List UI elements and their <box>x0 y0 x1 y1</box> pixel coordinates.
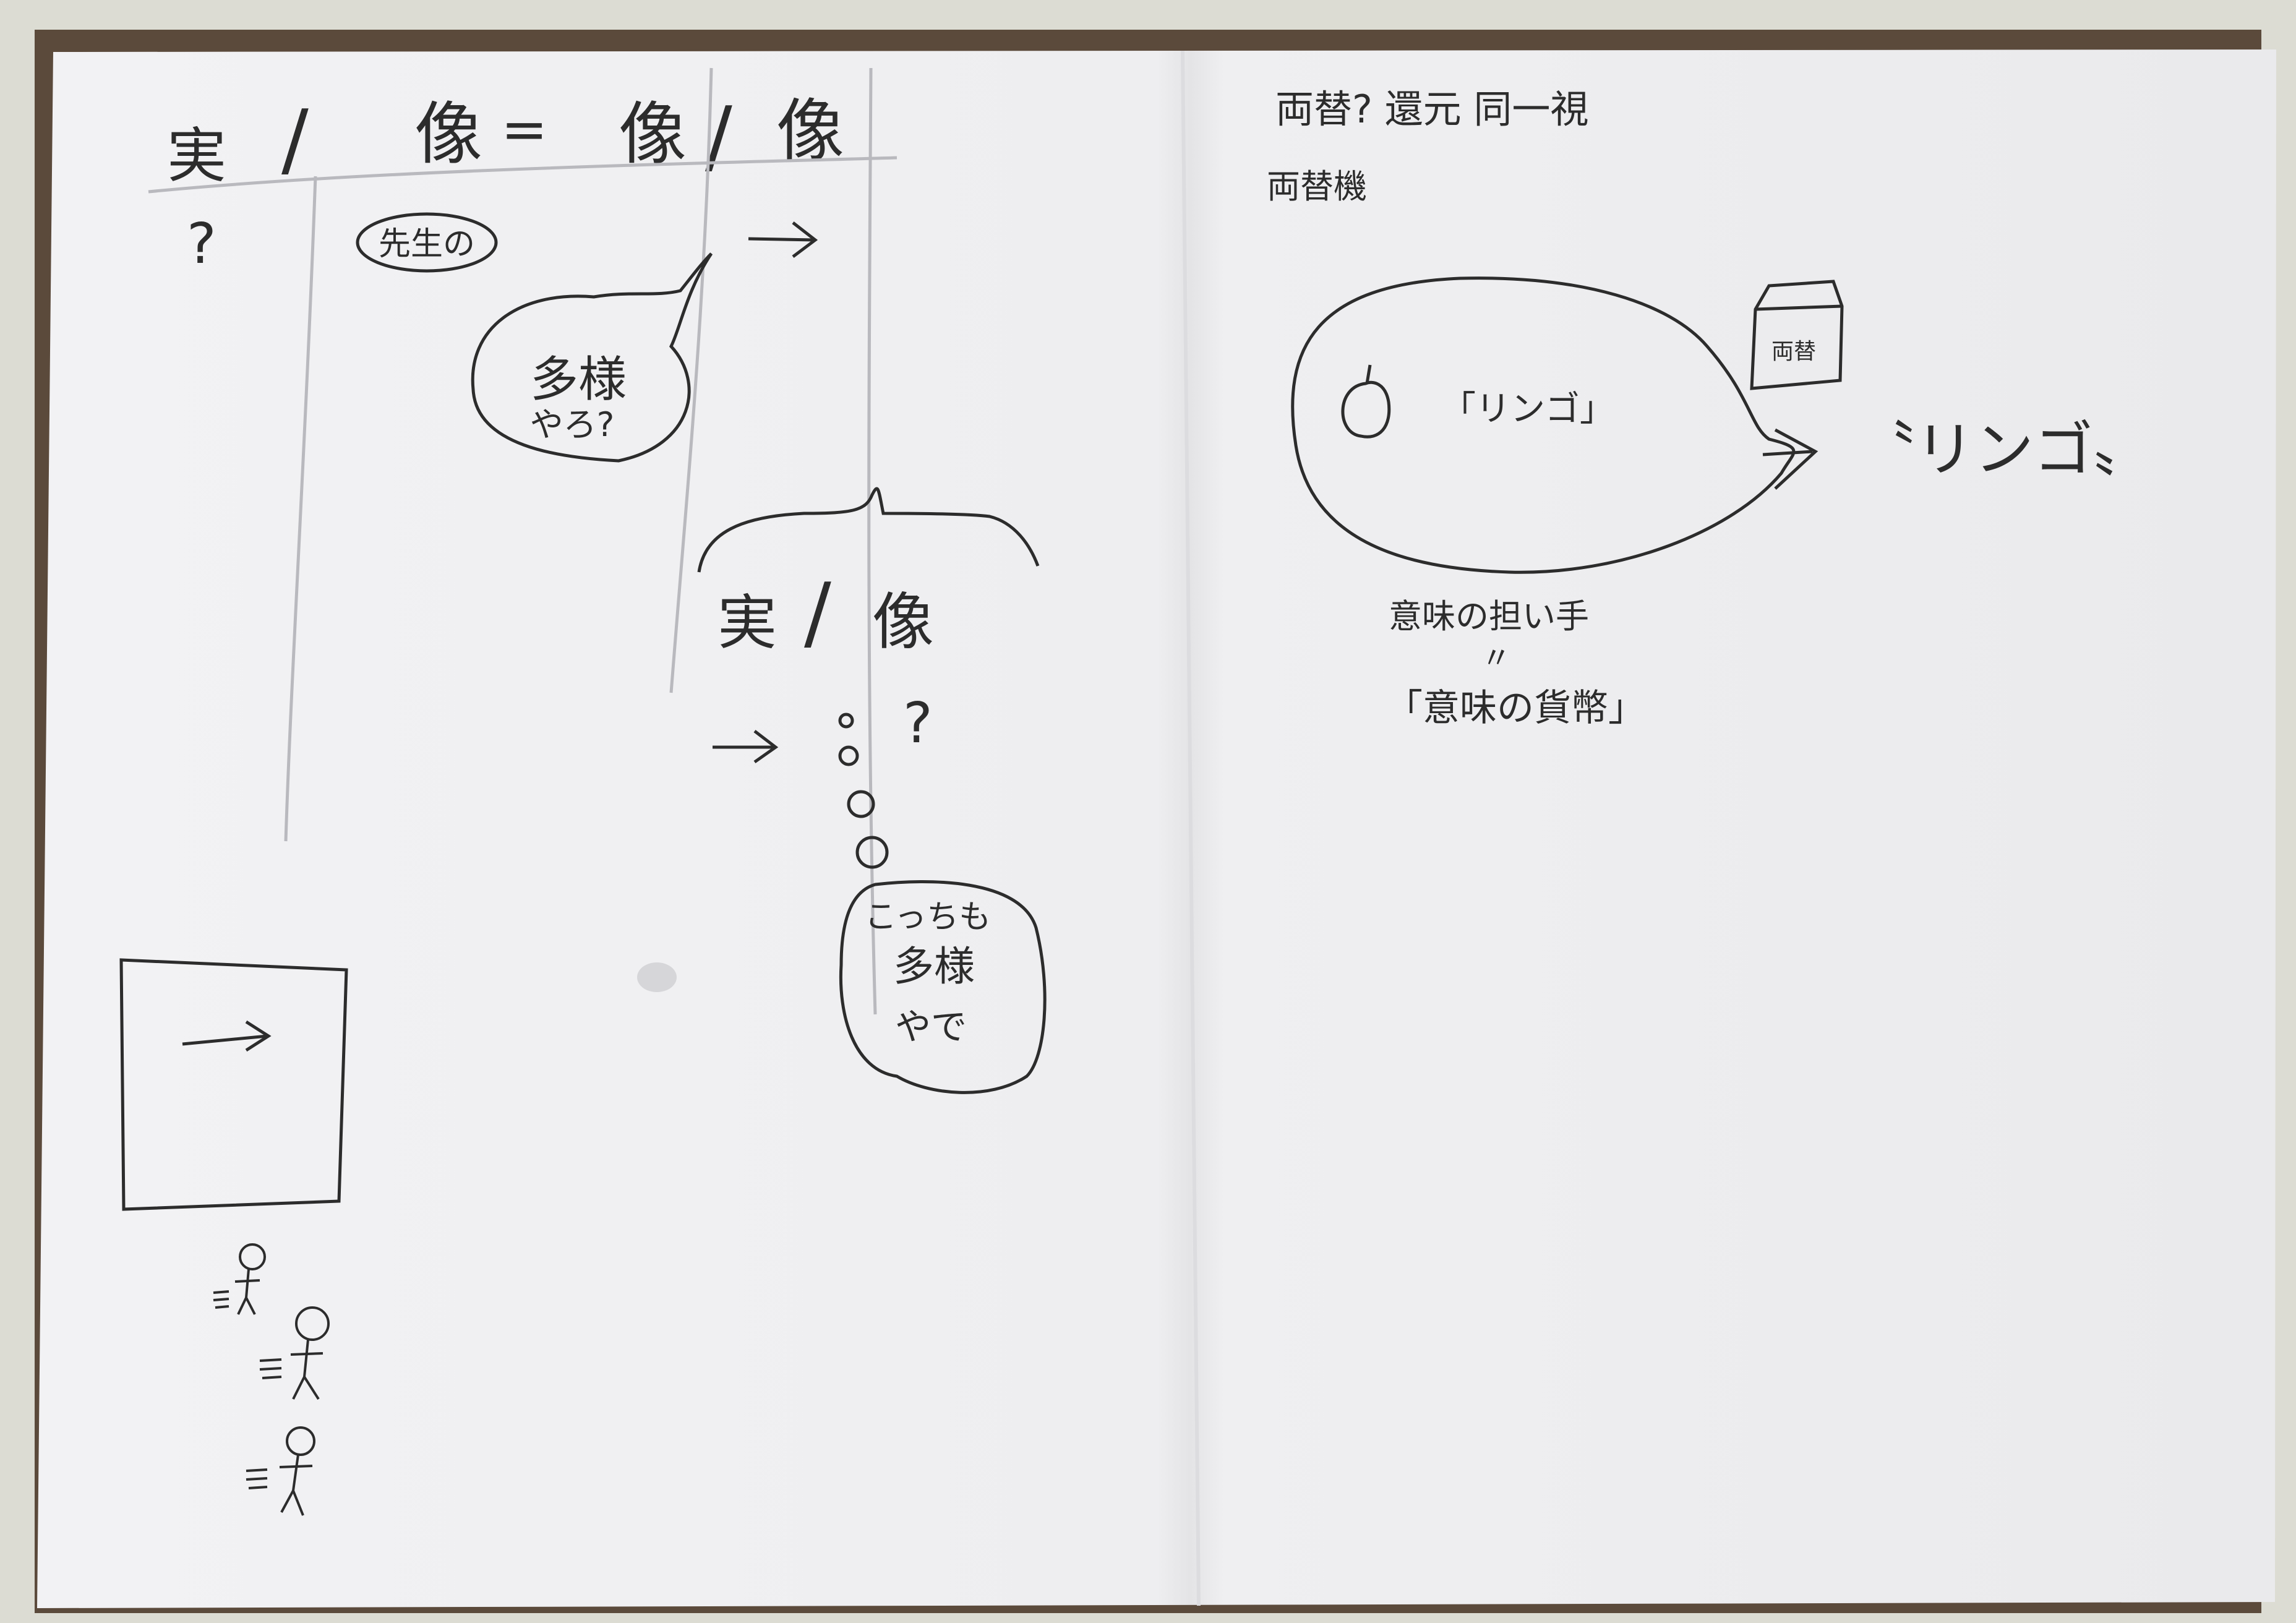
sub-heading-slash: / <box>804 565 831 659</box>
stick-figure-1 <box>213 1243 266 1315</box>
curly-brace <box>697 487 1040 573</box>
heading-middle: 像 <box>414 95 482 174</box>
balloon-outline <box>1291 276 1796 574</box>
sub-heading-right: 像 <box>872 586 934 658</box>
stick-figure-3 <box>246 1426 315 1516</box>
heading-row: 実 / 像 = 像 / 像 <box>167 89 844 191</box>
balloon-arrow <box>1762 428 1818 490</box>
shop-icon <box>1750 280 1844 390</box>
sub-heading: 実 / 像 <box>718 565 934 659</box>
square-box <box>119 958 348 1211</box>
thought-bubble-line3: やで <box>895 1006 967 1048</box>
caption-1: 意味の担い手 <box>1389 597 1589 636</box>
arrow-right-2 <box>713 730 779 764</box>
sub-heading-left: 実 <box>718 588 777 657</box>
right-line2: 両替機 <box>1267 167 1367 206</box>
heading-right2: 像 <box>776 92 844 171</box>
speech-bubble-line2: やろ? <box>530 405 615 444</box>
heading-slash1: / <box>281 92 309 186</box>
heading-equals: = <box>501 97 547 162</box>
graphite-smudge <box>637 962 677 992</box>
right-line1: 両替? 還元 同一視 <box>1275 87 1588 132</box>
apple-icon <box>1341 364 1391 439</box>
outer-word: 〝リンゴ〟 <box>1856 415 2152 484</box>
thought-bubble-line1: こっちも <box>865 899 991 936</box>
sensei-label: 先生の <box>356 212 498 273</box>
center-fold <box>1181 50 1201 1606</box>
heading-right: 像 <box>619 95 687 174</box>
stick-figure-2 <box>259 1306 330 1400</box>
thought-dots <box>838 713 889 869</box>
speech-bubble: 多様 やろ? <box>471 252 713 463</box>
paper-sheet <box>37 49 2276 1608</box>
thought-bubble-line2: 多様 <box>893 943 975 990</box>
second-question-mark: ? <box>903 691 933 756</box>
question-mark: ? <box>187 212 216 276</box>
stick-figures <box>213 1243 330 1516</box>
apple-quote: 「リンゴ」 <box>1441 389 1614 429</box>
arrow-right-1 <box>748 221 818 258</box>
ditto-mark: 〃 <box>1481 641 1511 675</box>
thought-bubble: こっちも 多様 やで <box>839 880 1047 1094</box>
caption-2: 「意味の貨幣」 <box>1386 687 1645 730</box>
heading-left: 実 <box>167 121 226 191</box>
shop-sign: 両替 <box>1771 339 1816 364</box>
sensei-label-text: 先生の <box>379 226 475 263</box>
speech-bubble-line1: 多様 <box>530 352 627 408</box>
